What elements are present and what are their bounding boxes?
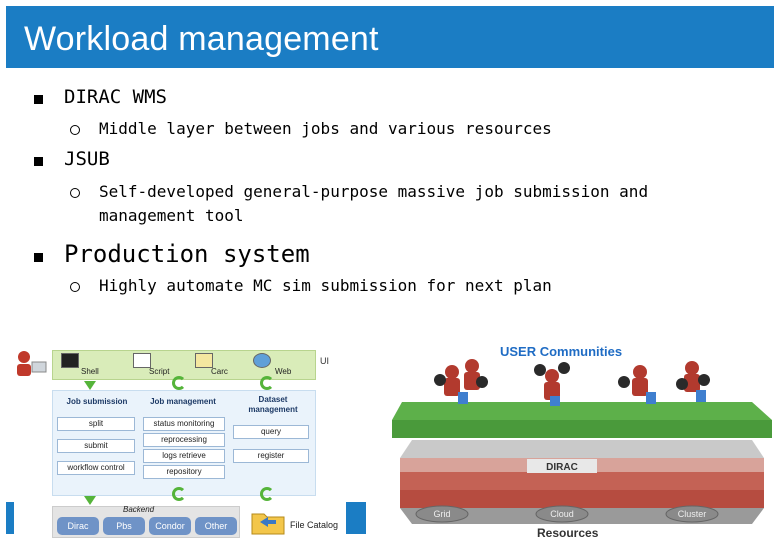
cycle-arrow-icon [260,376,274,390]
file-catalog: File Catalog [250,506,346,538]
users-crowd-icon: DIRAC Grid Cloud Cluster [392,359,772,524]
bullet-jsub: JSUB [64,148,110,170]
carc-icon [195,353,213,368]
down-arrow-icon [84,496,96,505]
dataset-management-item: register [233,449,309,463]
footer-accent-left [6,502,14,534]
resource-label: Grid [433,509,450,519]
backend-item: Pbs [103,517,145,535]
page-title: Workload management [24,20,379,58]
job-management-item: reprocessing [143,433,225,447]
job-submission-item: submit [57,439,135,453]
bullet-marker [34,95,43,104]
job-panel: Job submission split submit workflow con… [52,390,316,496]
resource-label: Cloud [550,509,574,519]
web-globe-icon [253,353,271,368]
dirac-logo: DIRAC [546,462,578,473]
backend-item: Condor [149,517,191,535]
dataset-management-item: query [233,425,309,439]
ui-tools-panel: Shell Script Carc Web [52,350,316,380]
user-icon [17,351,47,376]
cycle-arrow-icon [172,376,186,390]
backend-item: Other [195,517,237,535]
backend-label: Backend [123,505,155,514]
tool-label: Shell [81,367,99,376]
sub-bullet-text: Middle layer between jobs and various re… [99,119,552,138]
sub-bullet-marker [70,282,80,292]
sub-bullet-text: Highly automate MC sim submission for ne… [99,276,552,295]
resource-label: Cluster [678,509,707,519]
tool-label: Script [149,367,170,376]
sub-bullet-text: Self-developed general-purpose massive j… [99,182,649,225]
bullet-production-system: Production system [64,240,310,268]
cycle-arrow-icon [260,487,274,501]
backend-panel: Backend Dirac Pbs Condor Other [52,505,240,538]
column-header: Dataset management [248,395,298,414]
column-header: Job management [150,397,216,406]
footer-accent-right [346,502,366,534]
job-submission-item: workflow control [57,461,135,475]
job-management-item: repository [143,465,225,479]
resources-label: Resources [537,526,599,540]
backend-item: Dirac [57,517,99,535]
title-bar: Workload management [6,6,774,68]
tool-label: Carc [211,367,228,376]
ui-label: UI [320,356,329,366]
job-management-item: status monitoring [143,417,225,431]
bullet-marker [34,157,43,166]
tool-label: Web [275,367,292,376]
job-submission-item: split [57,417,135,431]
dirac-architecture-diagram: USER Communities [392,340,772,540]
sub-bullet-marker [70,125,80,135]
file-catalog-label: File Catalog [290,520,339,530]
jsub-architecture-diagram: Shell Script Carc Web UI Job submission … [14,344,346,540]
cycle-arrow-icon [172,487,186,501]
bullet-dirac-wms: DIRAC WMS [64,86,167,108]
sub-bullet-marker [70,188,80,198]
column-header: Job submission [66,397,128,406]
folder-icon [251,513,285,535]
down-arrow-icon [84,381,96,390]
user-communities-title: USER Communities [500,344,623,359]
shell-icon [61,353,79,368]
script-icon [133,353,151,368]
job-management-item: logs retrieve [143,449,225,463]
bullet-marker [34,253,43,262]
